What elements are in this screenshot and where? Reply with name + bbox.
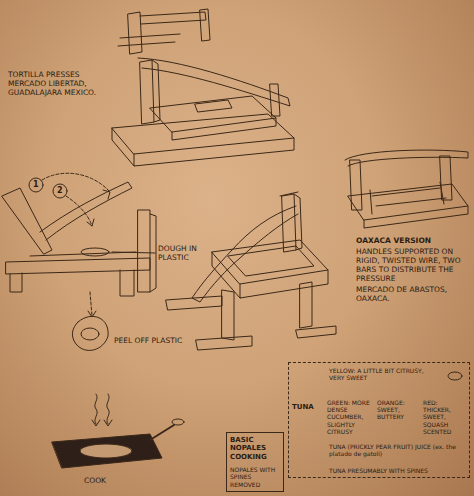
- box-heading: BASIC NOPALES COOKING: [230, 436, 280, 461]
- sketch-stroke: [222, 282, 312, 340]
- box-text: RED: THICKER, SWEET, SQUASH SCENTED: [423, 399, 467, 435]
- sketch-stroke: [72, 316, 108, 350]
- callout-number: 1: [33, 180, 39, 190]
- sketch-stroke: [118, 34, 180, 46]
- step-text: PEEL OFF PLASTIC: [114, 336, 184, 345]
- sketch-stroke: [80, 444, 132, 458]
- sketch-stroke: [112, 252, 155, 253]
- sketch-stroke: [228, 246, 314, 276]
- note-text: HANDLES SUPPORTED ON RIGID, TWISTED WIRE…: [356, 247, 470, 283]
- box-text: TUNA PRESUMABLY WITH SPINES: [329, 467, 465, 474]
- sketch-stroke: [66, 196, 92, 226]
- sketch-stroke: [128, 12, 142, 54]
- sketch-stroke: [112, 114, 294, 166]
- sketch-stroke: [370, 182, 446, 214]
- sketch-stroke: [448, 372, 462, 380]
- sketch-stroke: [90, 292, 92, 316]
- sketch-stroke: [52, 434, 162, 468]
- sketch-stroke: [138, 210, 156, 292]
- sketch-stroke: [172, 419, 184, 425]
- sketch-stroke: [166, 296, 336, 350]
- box-text: ORANGE: SWEET, BUTTERY: [377, 399, 419, 421]
- box-heading: TUNA: [292, 403, 324, 411]
- middle-press-sketch: [166, 192, 336, 350]
- sketch-stroke: [150, 96, 276, 140]
- sketch-stroke: [87, 219, 94, 226]
- sketch-stroke: [140, 12, 206, 24]
- callout-number: 2: [57, 186, 63, 196]
- sketch-stroke: [345, 150, 468, 166]
- note-text: MERCADO DE ABASTOS, OAXACA.: [356, 285, 470, 303]
- sketch-stroke: [195, 100, 232, 112]
- sketch-stroke: [95, 394, 109, 424]
- top-press-sketch: [112, 9, 294, 166]
- fruit-table: TUNA YELLOW: A LITTLE BIT CITRUSY, VERY S…: [288, 362, 470, 478]
- sketch-stroke: [42, 173, 110, 192]
- sketch-stroke: [81, 248, 109, 256]
- sketch-stroke: [53, 184, 67, 198]
- sketch-stroke: [103, 190, 110, 199]
- note-text: TORTILLA PRESSES MERCADO LIBERTAD, GUADA…: [8, 70, 112, 97]
- step-text: COOK: [84, 476, 124, 485]
- box-text: YELLOW: A LITTLE BIT CITRUSY, VERY SWEET: [329, 367, 439, 381]
- box-text: GREEN: MORE DENSE CUCUMBER, SLIGHTLY CIT…: [327, 399, 373, 435]
- sketch-stroke: [138, 58, 290, 106]
- sketch-stroke: [280, 192, 298, 196]
- sketch-stroke: [92, 420, 112, 426]
- sketch-stroke: [29, 178, 43, 192]
- sketch-stroke: [350, 156, 452, 210]
- sketch-stroke: [150, 425, 174, 440]
- sketch-stroke: [81, 328, 99, 340]
- sketch-stroke: [200, 9, 210, 41]
- sketch-stroke: [2, 188, 52, 254]
- sketch-stroke: [40, 182, 132, 240]
- sketch-stroke: [348, 184, 468, 228]
- sketch-stroke: [10, 270, 134, 296]
- box-text: TUNA (PRICKLY PEAR FRUIT) JUICE (ex. the…: [329, 443, 465, 457]
- sketch-stroke: [212, 240, 328, 298]
- sketch-stroke: [6, 258, 150, 274]
- sketch-stroke: [270, 84, 280, 116]
- oaxaca-press-sketch: [345, 150, 468, 228]
- sketch-stroke: [282, 194, 302, 252]
- note-text: DOUGH IN PLASTIC: [158, 244, 202, 262]
- heading-text: OAXACA VERSION: [356, 236, 470, 245]
- fruit-sketch: [448, 372, 462, 380]
- press-steps-sketch: [2, 173, 184, 468]
- cooking-box: BASIC NOPALES COOKING NOPALES WITH SPINES…: [226, 432, 284, 492]
- box-text: NOPALES WITH SPINES REMOVED: [230, 466, 280, 488]
